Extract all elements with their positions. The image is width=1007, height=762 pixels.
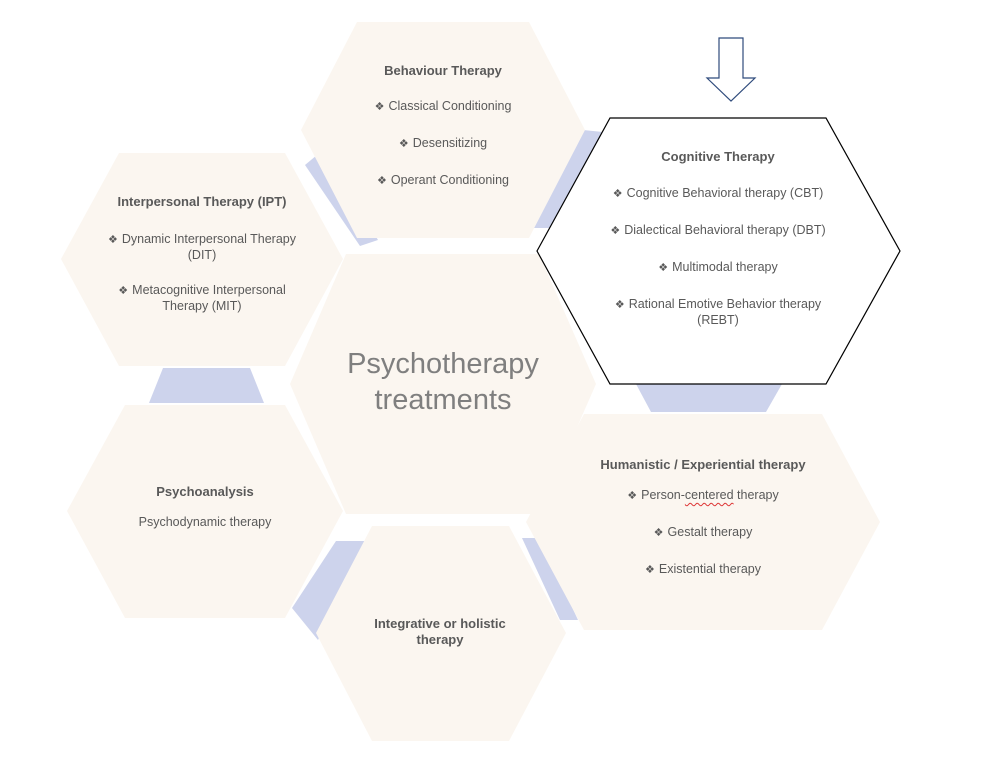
hex-center — [290, 254, 596, 514]
behaviour-item: ❖Classical Conditioning — [374, 99, 512, 113]
psychoanalysis-title: Psychoanalysis — [156, 484, 254, 499]
integrative-therapy-title: Integrative or holistic therapy — [374, 616, 506, 647]
cognitive-item: ❖Multimodal therapy — [658, 260, 778, 274]
hex-interpersonal — [61, 153, 343, 366]
bullet-icon: ❖ — [644, 564, 655, 576]
hex-cognitive — [536, 117, 901, 385]
cognitive-item: ❖Cognitive Behavioral therapy (CBT) — [612, 186, 824, 200]
hex-behaviour — [301, 22, 585, 238]
center-title-line2: treatments — [374, 384, 512, 416]
down-arrow-icon — [705, 37, 757, 102]
psychoanalysis-block: Psychoanalysis Psychodynamic therapy — [105, 484, 305, 551]
bullet-icon: ❖ — [614, 299, 625, 311]
bullet-icon: ❖ — [658, 262, 669, 274]
cognitive-item: ❖Rational Emotive Behavior therapy (REBT… — [614, 297, 822, 327]
connector-integrative-humanistic — [522, 538, 578, 620]
behaviour-item: ❖Operant Conditioning — [376, 173, 509, 187]
humanistic-item: ❖Person-centered therapy — [627, 488, 779, 502]
hex-humanistic — [526, 414, 880, 630]
center-title: Psychotherapy treatments — [318, 346, 568, 418]
humanistic-item: ❖Gestalt therapy — [653, 525, 753, 539]
bullet-icon: ❖ — [398, 138, 409, 150]
behaviour-therapy-block: Behaviour Therapy ❖Classical Conditionin… — [343, 63, 543, 210]
cognitive-therapy-title: Cognitive Therapy — [661, 149, 775, 164]
behaviour-therapy-title: Behaviour Therapy — [384, 63, 502, 78]
bullet-icon: ❖ — [107, 234, 118, 246]
bullet-icon: ❖ — [612, 188, 623, 200]
humanistic-therapy-block: Humanistic / Experiential therapy ❖Perso… — [583, 457, 823, 599]
integrative-therapy-block: Integrative or holistic therapy — [365, 616, 515, 660]
bullet-icon: ❖ — [653, 527, 664, 539]
connector-psychoanalysis-integrative — [292, 541, 368, 640]
connector-interpersonal-psychoanalysis — [149, 368, 264, 403]
interpersonal-item: ❖Metacognitive Interpersonal Therapy (MI… — [118, 283, 286, 313]
bullet-icon: ❖ — [610, 225, 621, 237]
bullet-icon: ❖ — [376, 175, 387, 187]
interpersonal-therapy-block: Interpersonal Therapy (IPT) ❖Dynamic Int… — [102, 194, 302, 335]
cognitive-item: ❖Dialectical Behavioral therapy (DBT) — [610, 223, 826, 237]
interpersonal-item: ❖Dynamic Interpersonal Therapy (DIT) — [107, 232, 297, 262]
humanistic-therapy-title: Humanistic / Experiential therapy — [600, 457, 806, 472]
interpersonal-therapy-title: Interpersonal Therapy (IPT) — [117, 194, 287, 209]
center-title-line1: Psychotherapy — [347, 348, 539, 380]
bullet-icon: ❖ — [118, 285, 129, 297]
hex-psychoanalysis — [67, 405, 343, 618]
hex-integrative — [316, 526, 566, 741]
connector-behaviour-cognitive — [532, 130, 603, 228]
connector-cognitive-humanistic — [636, 384, 782, 412]
bullet-icon: ❖ — [374, 101, 385, 113]
psychoanalysis-item: Psychodynamic therapy — [138, 515, 272, 529]
behaviour-item: ❖Desensitizing — [398, 136, 488, 150]
spellcheck-underline: centered — [684, 488, 734, 502]
humanistic-item: ❖Existential therapy — [644, 562, 761, 576]
cognitive-therapy-block: Cognitive Therapy ❖Cognitive Behavioral … — [588, 149, 848, 349]
bullet-icon: ❖ — [627, 490, 638, 502]
